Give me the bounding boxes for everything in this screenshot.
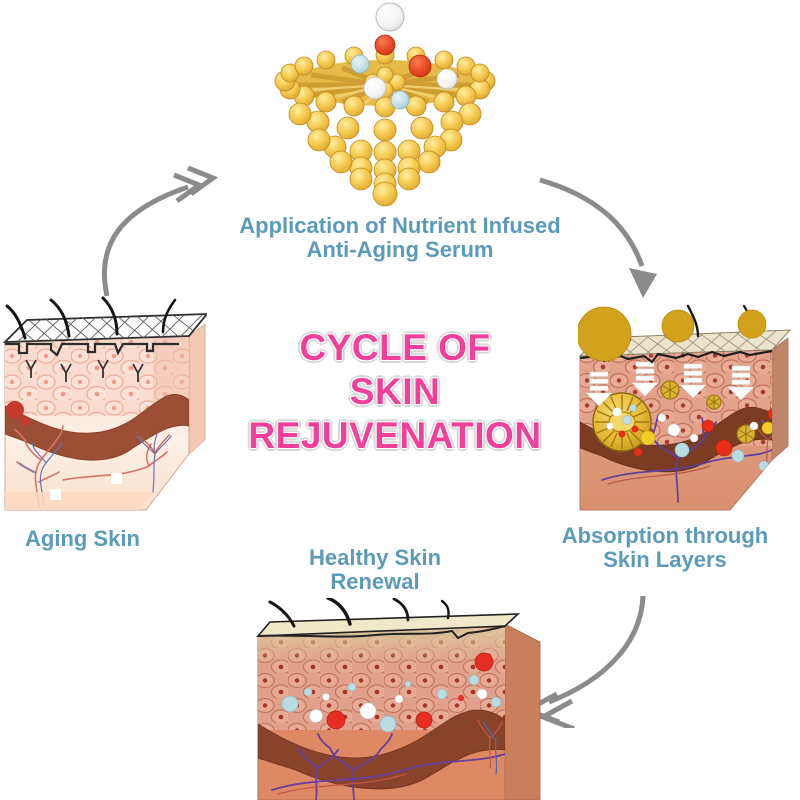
hairs bbox=[268, 598, 450, 628]
arrow-aging-to-application-icon bbox=[101, 165, 219, 297]
age-spot bbox=[6, 401, 24, 419]
nutrient-dots bbox=[634, 407, 772, 472]
application-label-line-1: Application of Nutrient Infused bbox=[239, 213, 561, 238]
dermis-layer bbox=[258, 709, 505, 790]
application-label-line-2: Anti-Aging Serum bbox=[306, 237, 494, 262]
healthy-skin-illustration bbox=[256, 598, 541, 800]
wrinkle-line bbox=[5, 342, 179, 357]
nutrient-balls bbox=[350, 2, 458, 110]
liposome-icon bbox=[592, 392, 652, 452]
nutrient-dots bbox=[281, 652, 502, 733]
renewal-label-line-1: Healthy Skin bbox=[308, 545, 442, 570]
cycle-title-line-1: CYCLE OF bbox=[299, 327, 491, 368]
serum-droplets bbox=[578, 306, 767, 362]
cycle-title-line-3: REJUVENATION bbox=[248, 415, 542, 456]
renewal-stage-label: Healthy Skin Renewal bbox=[255, 546, 495, 594]
cycle-title-line-2: SKIN bbox=[349, 371, 441, 412]
absorption-stage-label: Absorption through Skin Layers bbox=[545, 524, 785, 572]
blood-vessels bbox=[271, 719, 505, 800]
arrow-application-to-absorption-icon bbox=[539, 177, 657, 298]
application-stage-label: Application of Nutrient Infused Anti-Agi… bbox=[180, 214, 620, 262]
absorption-skin-illustration bbox=[578, 304, 792, 511]
wrinkle-marks bbox=[25, 359, 144, 382]
hairs bbox=[5, 296, 177, 340]
blood-vessels bbox=[14, 425, 172, 507]
absorption-label-line-2: Skin Layers bbox=[603, 547, 727, 572]
cycle-title: CYCLE OF SKIN REJUVENATION bbox=[215, 326, 575, 458]
serum-micelle-illustration bbox=[274, 2, 496, 207]
absorption-arrows bbox=[585, 361, 755, 407]
dermis-layer bbox=[580, 406, 772, 473]
micelle-bowl bbox=[274, 45, 496, 207]
absorption-label-line-1: Absorption through bbox=[561, 523, 769, 548]
dermis-layer bbox=[5, 393, 189, 461]
small-liposomes bbox=[660, 380, 756, 444]
aging-skin-illustration bbox=[3, 296, 207, 511]
aging-stage-label: Aging Skin bbox=[25, 526, 140, 551]
skin-surface-line bbox=[257, 625, 506, 640]
renewal-label-line-2: Renewal bbox=[330, 569, 420, 594]
